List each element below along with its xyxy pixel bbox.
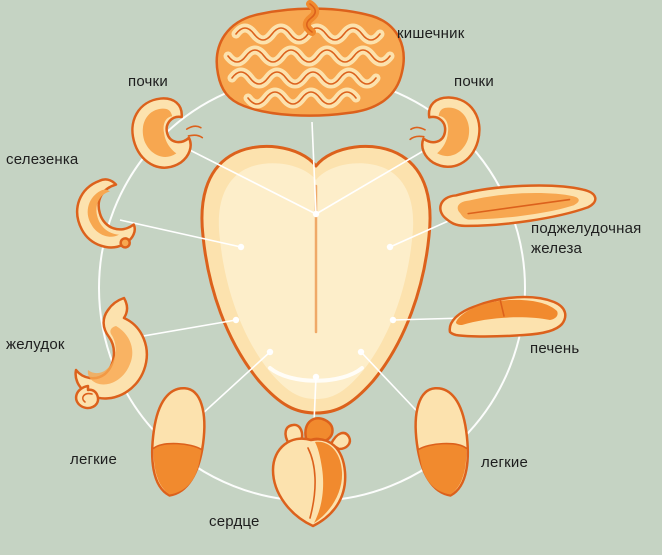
label-spleen: селезенка xyxy=(6,151,79,168)
label-intestines: кишечник xyxy=(397,25,465,42)
label-lungs-left: легкие xyxy=(70,451,118,468)
intestines-illustration xyxy=(215,0,405,117)
label-liver: печень xyxy=(530,340,580,357)
kidney-left-illustration xyxy=(124,89,210,176)
lung-right-illustration xyxy=(411,385,473,499)
lung-left-illustration xyxy=(147,385,209,499)
label-pancreas: поджелудочная железа xyxy=(531,220,642,257)
tongue-points xyxy=(232,210,397,381)
label-kidneys-right: почки xyxy=(454,73,494,90)
label-lungs-right: легкие xyxy=(481,454,529,471)
stomach-illustration xyxy=(74,296,149,410)
label-stomach: желудок xyxy=(6,336,65,353)
heart-illustration xyxy=(271,417,352,528)
label-heart: сердце xyxy=(209,513,260,530)
label-kidneys-left: почки xyxy=(128,73,168,90)
liver-illustration xyxy=(448,295,567,338)
tongue-illustration xyxy=(200,144,432,415)
spleen-illustration xyxy=(76,178,136,249)
pancreas-illustration xyxy=(439,184,597,228)
